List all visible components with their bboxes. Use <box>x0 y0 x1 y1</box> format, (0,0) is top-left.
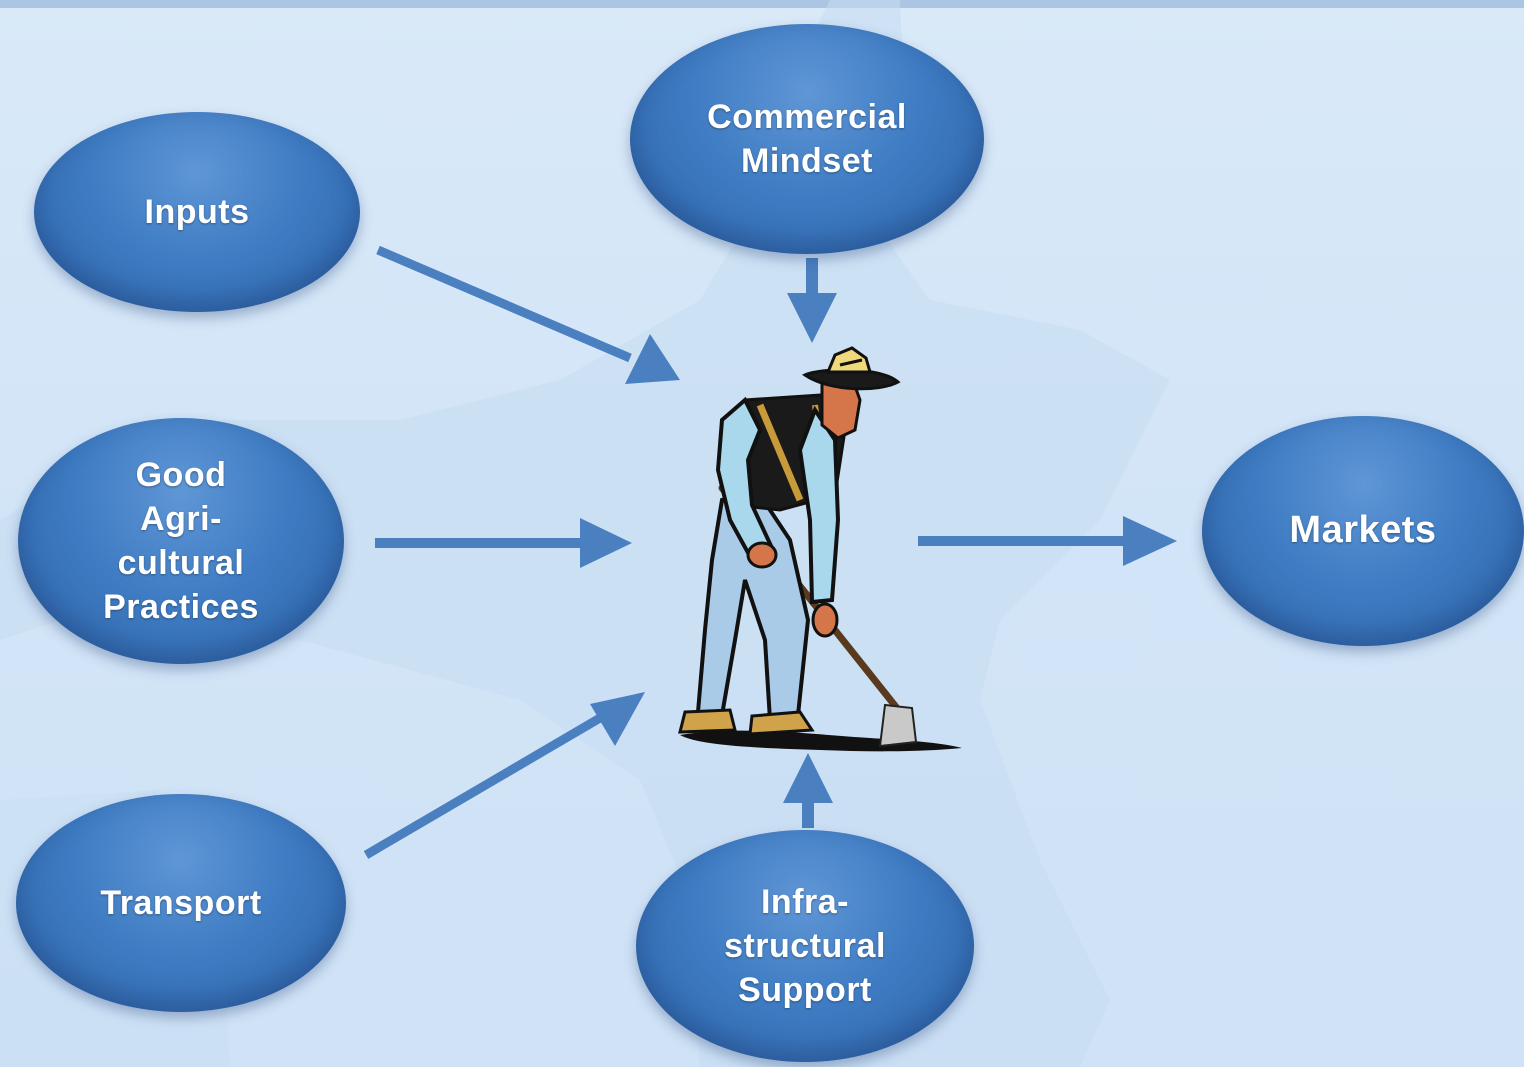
arrow-farmer-to-markets <box>918 516 1177 566</box>
arrow-gap-to-farmer <box>375 518 632 568</box>
node-transport-label: Transport <box>100 883 262 922</box>
arrow-commercial-to-farmer <box>787 258 837 343</box>
node-infrastructural-support-label: Infra- structural Support <box>724 882 886 1010</box>
node-markets: Markets <box>1202 416 1524 646</box>
node-good-agricultural-practices-label: Good Agri- cultural Practices <box>103 455 259 627</box>
node-commercial-mindset-label: Commercial Mindset <box>707 97 907 180</box>
node-inputs-label: Inputs <box>144 192 250 231</box>
node-infrastructural-support: Infra- structural Support <box>636 830 974 1062</box>
arrow-infrastructure-to-farmer <box>783 753 833 828</box>
arrows <box>363 245 1177 859</box>
arrow-transport-to-farmer <box>363 692 645 859</box>
farmer-with-hoe-icon <box>678 346 962 752</box>
node-inputs: Inputs <box>34 112 360 312</box>
node-commercial-mindset: Commercial Mindset <box>630 24 984 254</box>
arrow-inputs-to-farmer <box>376 245 680 384</box>
node-transport: Transport <box>16 794 346 1012</box>
node-good-agricultural-practices: Good Agri- cultural Practices <box>18 418 344 664</box>
node-markets-label: Markets <box>1289 509 1437 552</box>
top-bar <box>0 0 1524 8</box>
